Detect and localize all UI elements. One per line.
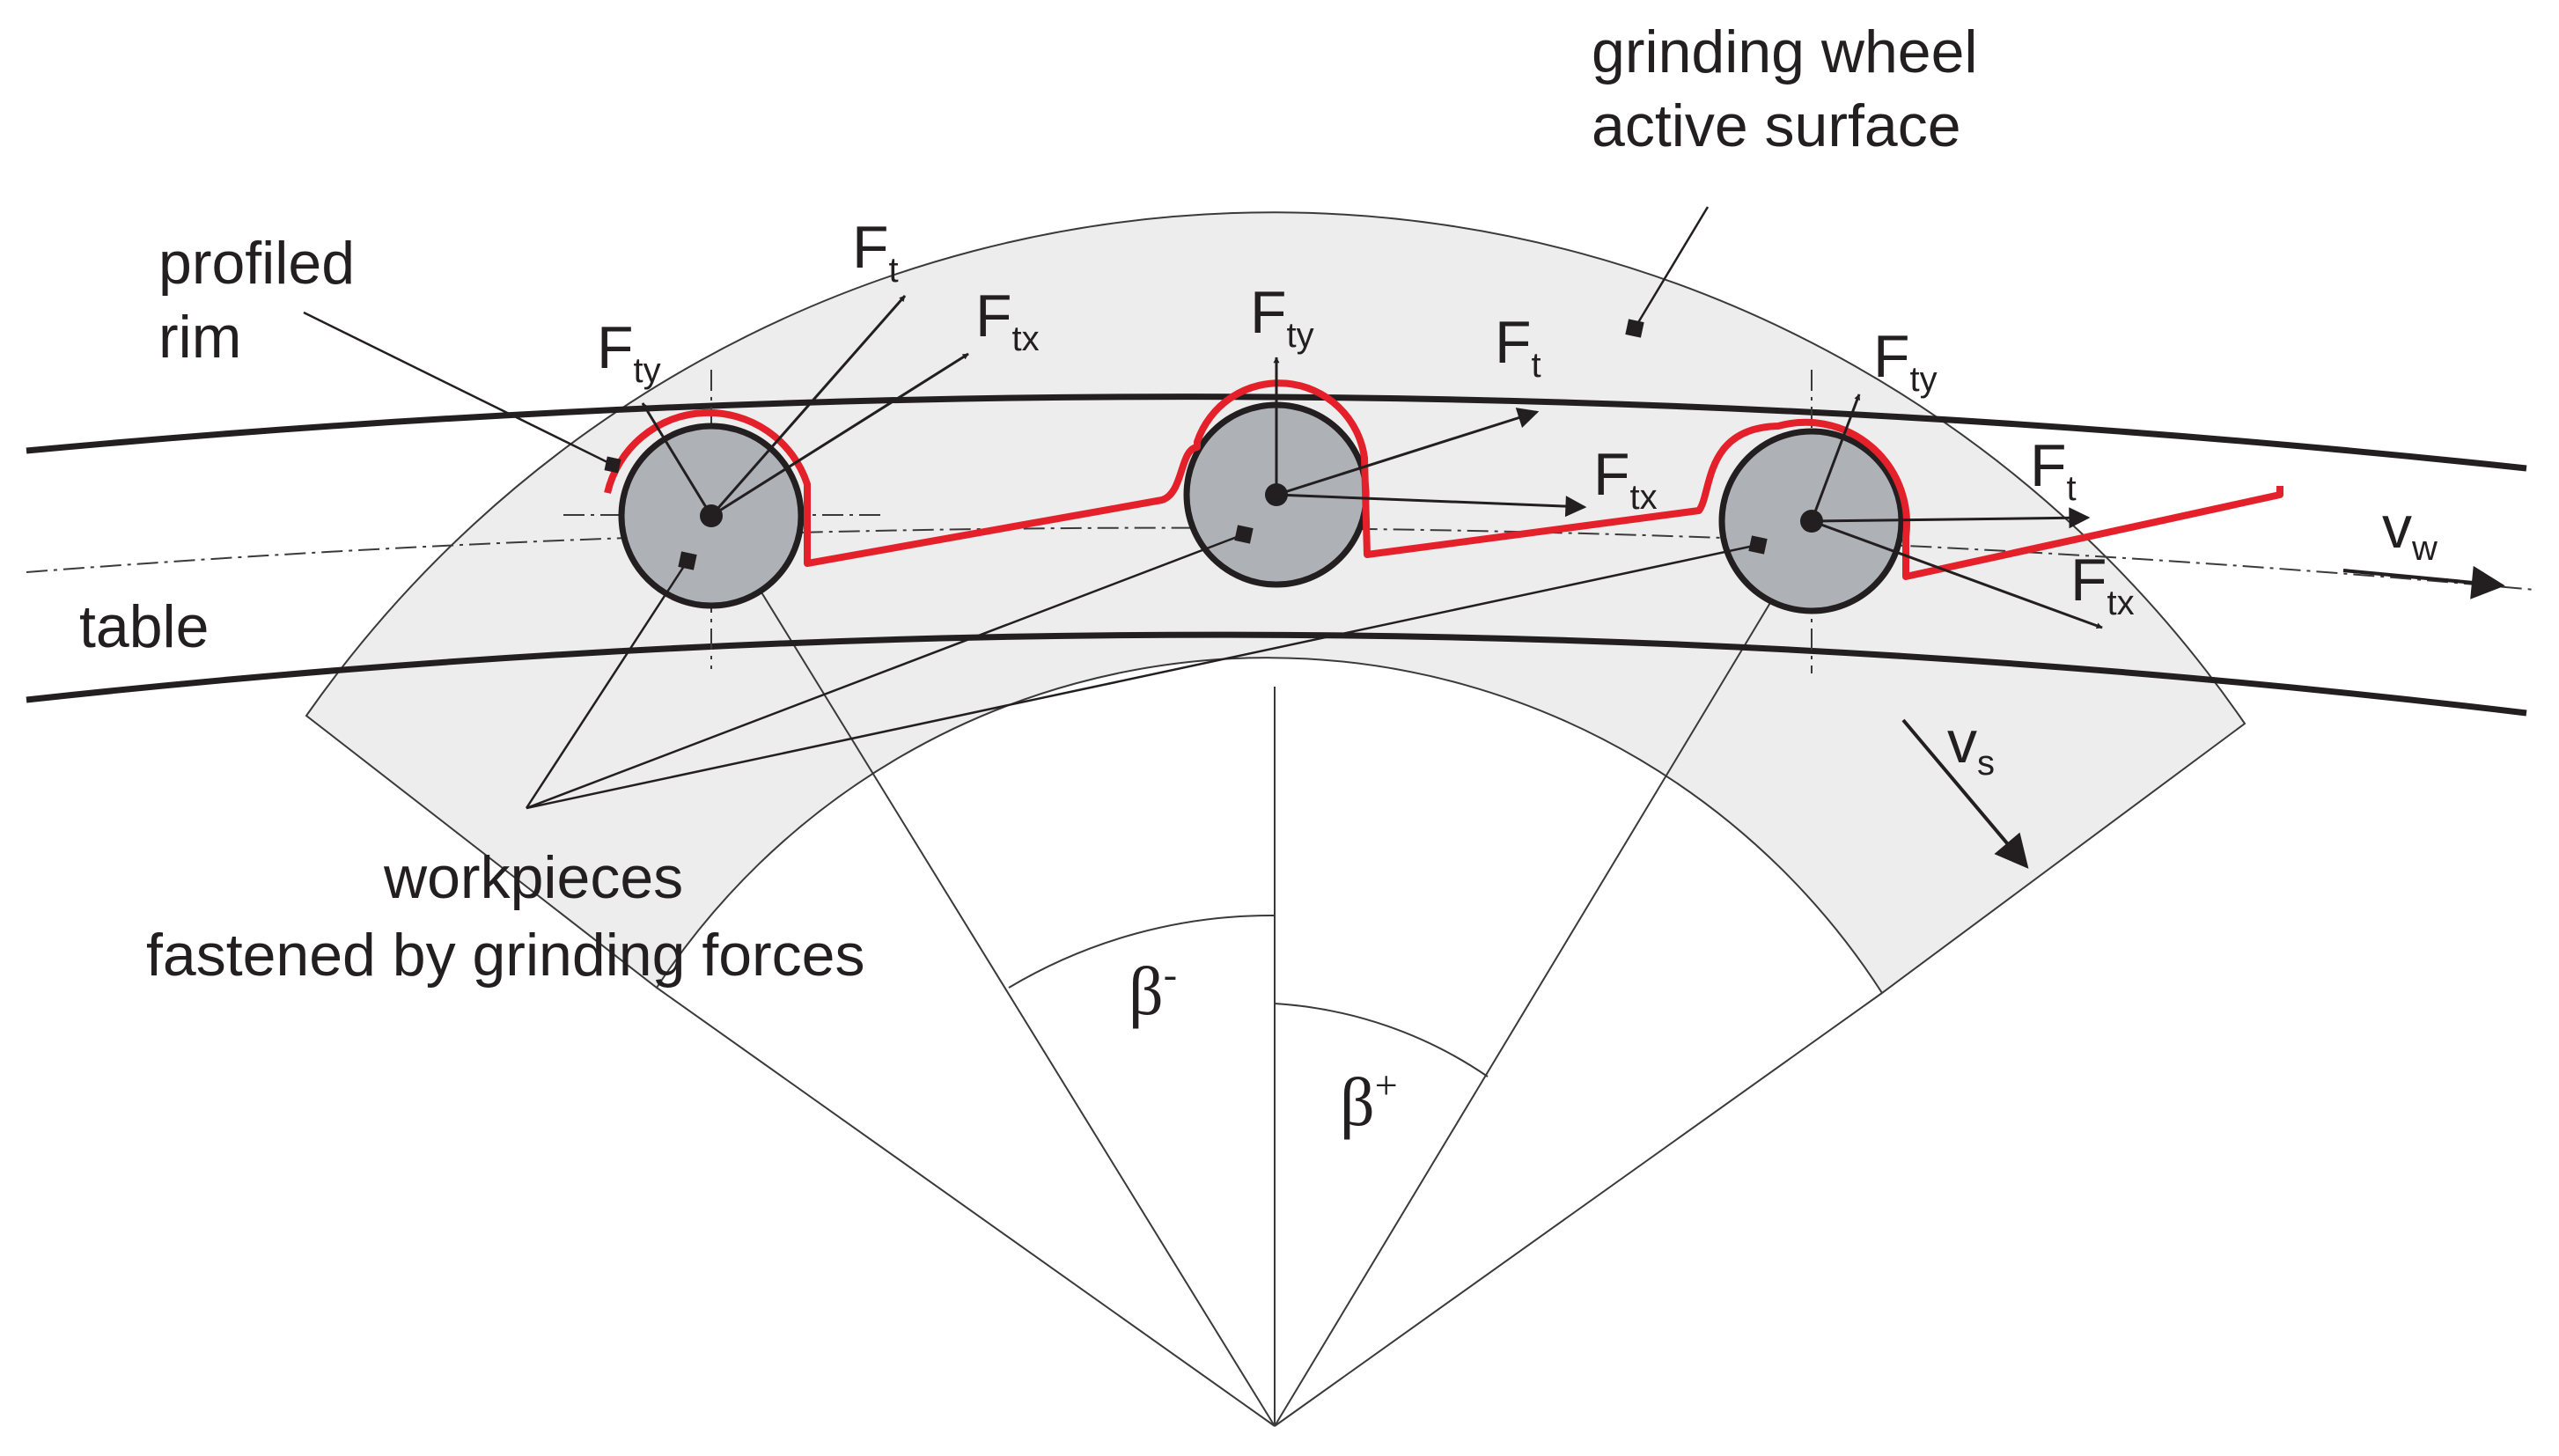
velocity-arrows	[1901, 565, 2505, 869]
fty-left-arrow	[641, 402, 713, 517]
wheel-sector-lines	[656, 511, 1883, 1427]
beta-plus-arc	[1274, 1003, 1489, 1077]
vw-label: vw	[2382, 494, 2438, 568]
ftx-left-arrow	[710, 352, 969, 518]
fty-left-label: Fty	[597, 314, 661, 390]
ft-left-arrow	[710, 295, 907, 517]
ftx-middle-arrow	[1276, 493, 1587, 518]
rim-label-line2: rim	[158, 304, 241, 371]
ft-right-label: Ft	[2030, 432, 2077, 508]
wheel-label-line1: grinding wheel	[1592, 18, 1978, 85]
vs-label: vs	[1947, 709, 1995, 783]
ft-middle-label: Ft	[1495, 309, 1541, 385]
fty-right-arrow	[1810, 393, 1861, 522]
ftx-right-arrow	[1811, 519, 2103, 629]
force-vectors	[641, 295, 2103, 629]
fty-right-label: Fty	[1873, 323, 1938, 399]
ftx-middle-label: Ftx	[1593, 441, 1658, 517]
ftx-right-label: Ftx	[2070, 547, 2135, 622]
beta-plus-label: β+	[1340, 1063, 1398, 1140]
ft-left-label: Ft	[852, 214, 899, 290]
workpiece-centers	[700, 483, 1823, 533]
vw-arrow	[2342, 565, 2505, 599]
workpieces-label: workpieces fastened by grinding forces	[146, 844, 865, 989]
table-inner-edge	[26, 631, 2527, 717]
ftx-left-label: Ftx	[975, 283, 1040, 358]
workpieces-label-line1: workpieces	[383, 844, 683, 911]
fty-middle-label: Fty	[1250, 279, 1314, 355]
beta-minus-label: β-	[1129, 952, 1177, 1029]
leader-lines	[303, 206, 1759, 810]
beta-minus-arc	[1008, 914, 1276, 989]
rim-label-line1: profiled	[158, 230, 355, 297]
profiled-rim-label: profiled rim	[158, 230, 355, 371]
wheel-label-line2: active surface	[1592, 92, 1961, 159]
ft-middle-arrow	[1276, 408, 1540, 496]
grinding-wheel-label: grinding wheel active surface	[1592, 18, 1978, 159]
vs-arrow	[1901, 718, 2029, 869]
profiled-rim	[604, 379, 2283, 580]
table-label: table	[79, 593, 209, 660]
workpieces-label-line2: fastened by grinding forces	[146, 922, 865, 989]
ft-right-arrow	[1811, 507, 2091, 529]
